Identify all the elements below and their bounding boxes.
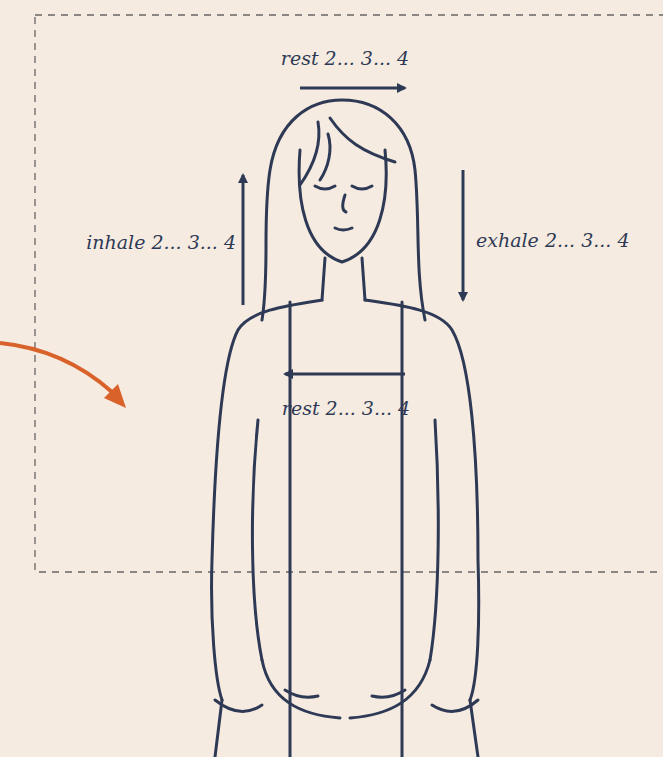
woman-figure — [212, 100, 479, 757]
pointer-arrowhead — [104, 384, 126, 408]
rest-label: rest 2... 3... 4 — [281, 46, 409, 70]
rest-label: rest 2... 3... 4 — [282, 396, 410, 420]
exhale-label: exhale 2... 3... 4 — [476, 228, 629, 252]
pointer-arrow — [0, 343, 112, 392]
breath-arrows — [243, 88, 463, 374]
dashed-frame — [35, 15, 663, 572]
inhale-label: inhale 2... 3... 4 — [86, 230, 236, 254]
